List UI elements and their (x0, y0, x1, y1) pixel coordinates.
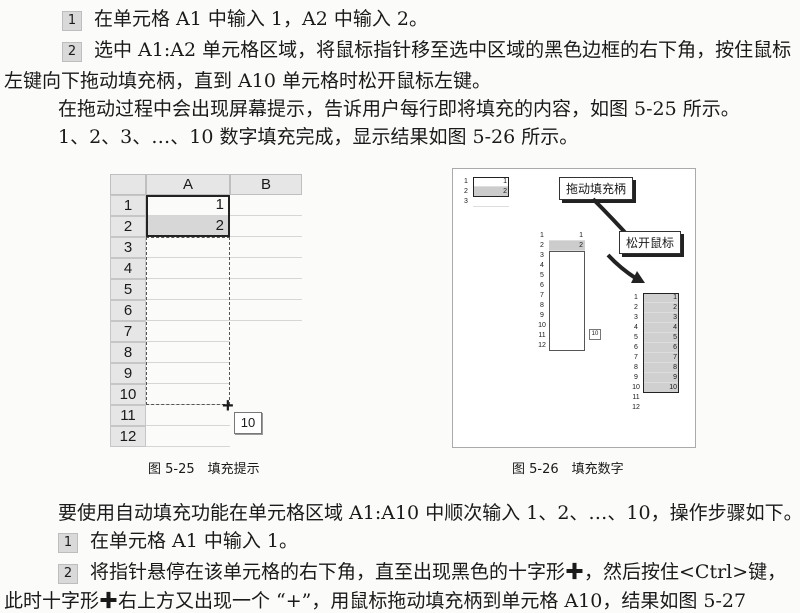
row-header: 3 (110, 237, 146, 258)
step-2-continued: 此时十字形✚右上方又出现一个 “+”，用鼠标拖动填充柄到单元格 A10，结果如图… (4, 590, 747, 612)
row-header: 11 (110, 405, 146, 426)
step-text: 在单元格 A1 中输入 1，A2 中输入 2。 (94, 8, 428, 30)
row-header: 12 (110, 426, 146, 447)
paragraph: 在拖动过程中会出现屏幕提示，告诉用户每行即将填充的内容，如图 5-25 所示。 (58, 98, 740, 120)
step-1: 1 在单元格 A1 中输入 1。 (58, 530, 298, 553)
row-header: 6 (110, 300, 146, 321)
paragraph: 要使用自动填充功能在单元格区域 A1:A10 中顺次输入 1、2、…、10，操作… (58, 502, 800, 524)
arrow-icon (606, 253, 645, 283)
step-text: 将指针悬停在该单元格的右下角，直至出现黑色的十字形✚，然后按住<Ctrl>键， (90, 561, 787, 583)
column-header-b: B (230, 174, 302, 195)
step-number: 1 (58, 533, 78, 553)
row-header: 8 (110, 342, 146, 363)
select-all-corner (110, 174, 146, 195)
row-header: 2 (110, 216, 146, 237)
callout-release-mouse: 松开鼠标 (619, 231, 682, 254)
step-number: 1 (62, 11, 82, 31)
step-1: 1 在单元格 A1 中输入 1，A2 中输入 2。 (62, 8, 428, 31)
step-number: 2 (58, 564, 78, 584)
step-2: 2 选中 A1:A2 单元格区域，将鼠标指针移至选中区域的黑色边框的右下角，按住鼠… (62, 39, 791, 62)
step-2: 2 将指针悬停在该单元格的右下角，直至出现黑色的十字形✚，然后按住<Ctrl>键， (58, 561, 786, 584)
cell-a1: 1 (146, 195, 230, 216)
figure-5-25-spreadsheet: A B 1 2 3 4 5 6 7 8 9 10 11 12 1 2 + 10 (110, 174, 302, 447)
step-2-continued: 左键向下拖动填充柄，直到 A10 单元格时松开鼠标左键。 (4, 70, 491, 92)
row-header: 9 (110, 363, 146, 384)
fill-tooltip: 10 (234, 412, 262, 434)
column-header-a: A (146, 174, 230, 195)
row-header: 1 (110, 195, 146, 216)
fill-range-border (146, 237, 230, 405)
row-header: 7 (110, 321, 146, 342)
step-text: 选中 A1:A2 单元格区域，将鼠标指针移至选中区域的黑色边框的右下角，按住鼠标 (94, 39, 792, 61)
paragraph: 1、2、3、…、10 数字填充完成，显示结果如图 5-26 所示。 (58, 126, 579, 148)
row-header: 4 (110, 258, 146, 279)
figure-5-25-caption: 图 5-25 填充提示 (148, 462, 260, 477)
row-header: 10 (110, 384, 146, 405)
step-number: 2 (62, 42, 82, 62)
step-text: 在单元格 A1 中输入 1。 (90, 530, 299, 552)
crosshair-cursor-icon: + (222, 395, 234, 417)
row-header: 5 (110, 279, 146, 300)
figure-5-26-caption: 图 5-26 填充数字 (512, 462, 624, 477)
selection-border (146, 195, 230, 237)
